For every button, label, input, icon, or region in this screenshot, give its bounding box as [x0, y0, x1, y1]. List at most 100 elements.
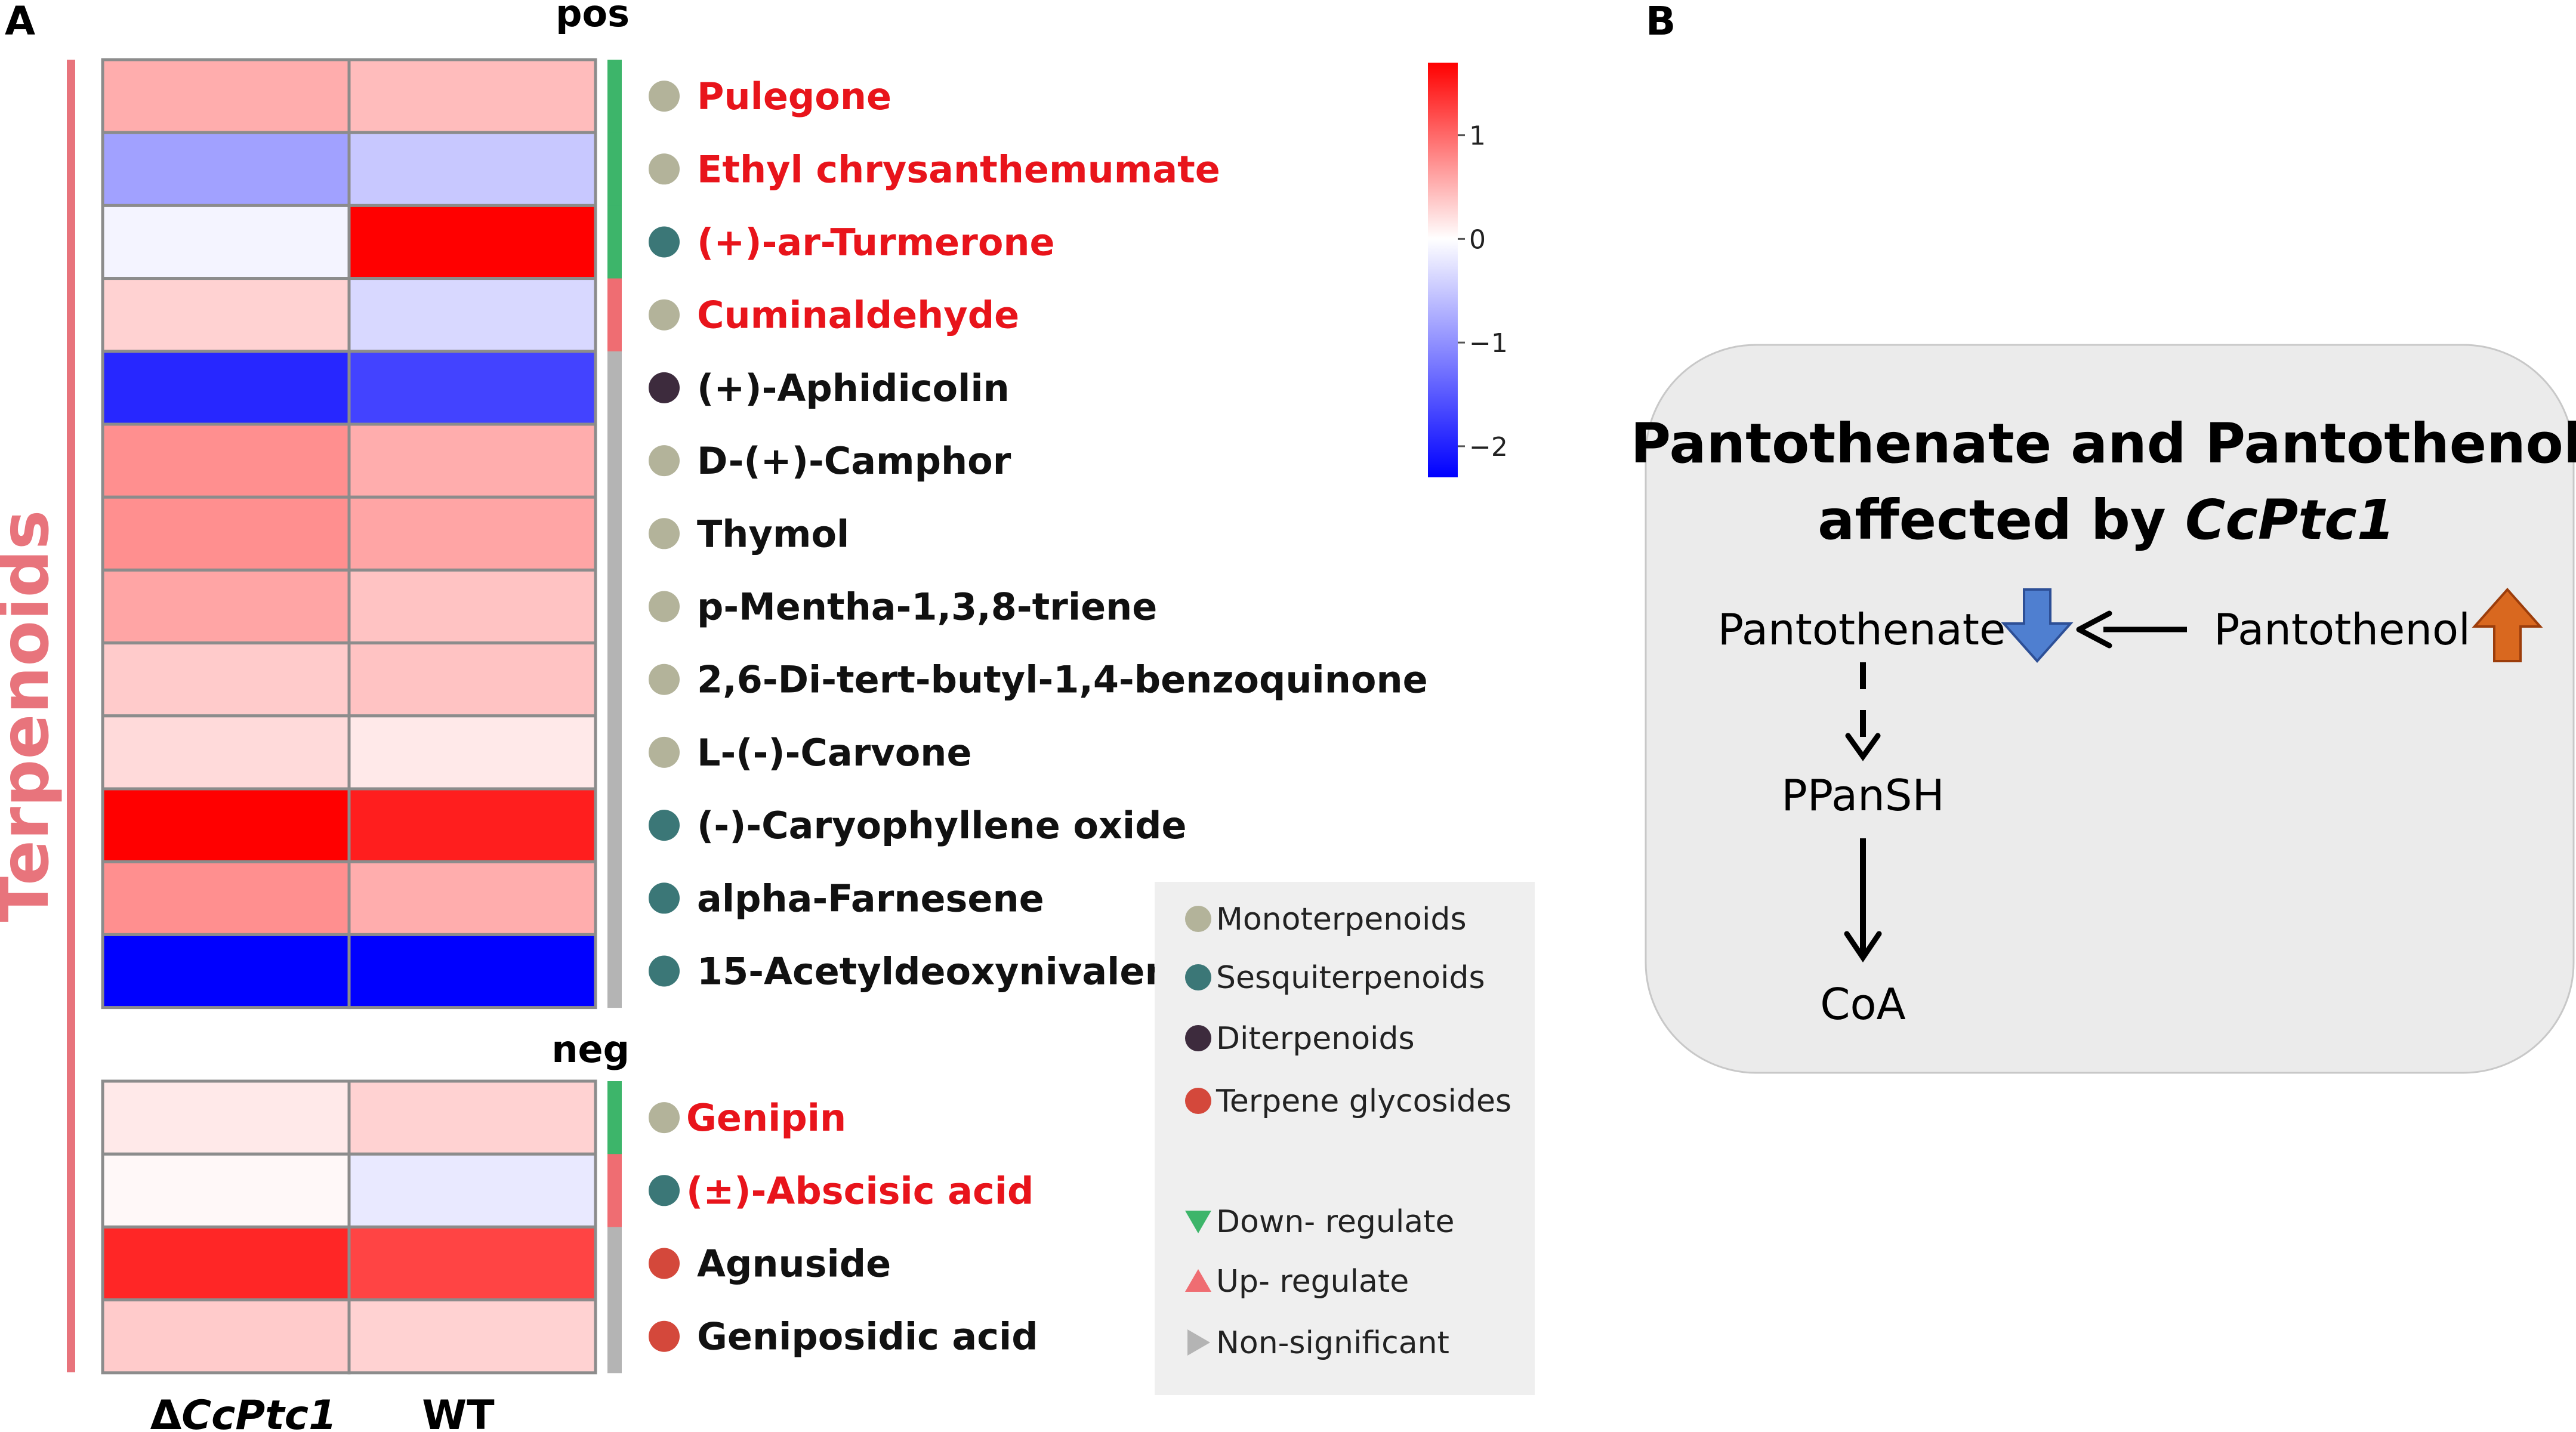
heatmap-cell-ko: [101, 1298, 351, 1375]
arrowhead-down-icon: [1845, 733, 1881, 761]
legend-triangle-icon: [1185, 1269, 1211, 1292]
colorbar-tick-label: 0: [1469, 224, 1486, 255]
node-pantothenol: Pantothenol: [2214, 604, 2470, 655]
compound-label: alpha-Farnesene: [697, 877, 1044, 920]
legend-class-label: Diterpenoids: [1216, 1021, 1415, 1057]
pathway-title-line1: Pantothenate and Pantothenol: [1631, 412, 2576, 476]
heatmap-cell-wt: [347, 203, 597, 280]
class-dot-icon: [649, 663, 680, 695]
neg-title: neg: [551, 1027, 630, 1071]
node-coa: CoA: [1820, 979, 1906, 1029]
regulation-segment: [607, 862, 622, 935]
class-dot-icon: [649, 882, 680, 914]
class-dot-icon: [649, 299, 680, 331]
heatmap-cell-ko: [101, 131, 351, 207]
heatmap-cell-wt: [347, 1298, 597, 1375]
regulation-segment: [607, 715, 622, 789]
heatmap-cell-ko: [101, 787, 351, 863]
class-dot-icon: [649, 955, 680, 987]
regulation-segment: [607, 278, 622, 352]
regulation-segment: [607, 60, 622, 133]
column-label-mutant: ΔCcPtc1: [150, 1392, 337, 1432]
regulation-segment: [607, 351, 622, 425]
legend-triangle-icon: [1185, 1211, 1211, 1233]
column-label-mutant-prefix: Δ: [150, 1392, 182, 1432]
class-dot-icon: [649, 372, 680, 403]
colorbar-tick-label: 1: [1469, 121, 1486, 152]
heatmap-cell-wt: [347, 714, 597, 791]
compound-label: L-(-)-Carvone: [697, 731, 972, 774]
colorbar: 1 0 −1 −2: [1428, 63, 1508, 477]
compound-label: Cuminaldehyde: [697, 294, 1019, 337]
heatmap-cell-wt: [347, 860, 597, 936]
regulation-segment: [607, 424, 622, 498]
colorbar-tick-label: −1: [1469, 328, 1508, 359]
heatmap-cell-wt: [347, 422, 597, 499]
regulation-segment: [607, 1227, 622, 1301]
regulation-segment: [607, 1081, 622, 1155]
compound-label: 2,6-Di-tert-butyl-1,4-benzoquinone: [697, 658, 1428, 702]
regulation-segment: [607, 205, 622, 279]
legend-dot-icon: [1185, 1025, 1211, 1051]
node-pantothenate: Pantothenate: [1718, 604, 2006, 655]
legend-dot-icon: [1185, 1088, 1211, 1114]
compound-label: p-Mentha-1,3,8-triene: [697, 585, 1157, 629]
column-label-mutant-name: CcPtc1: [181, 1392, 337, 1432]
heatmap-cell-wt: [347, 350, 597, 426]
neg-regulation-bar: [607, 1081, 622, 1374]
legend-dot-icon: [1185, 964, 1211, 990]
colorbar-gradient: [1428, 63, 1458, 477]
pathway-box: [1645, 344, 2575, 1074]
heatmap-cell-wt: [347, 641, 597, 718]
compound-label: Pulegone: [697, 75, 891, 118]
arrowhead-down-icon: [1844, 931, 1882, 963]
class-dot-icon: [649, 1175, 680, 1206]
compound-label: (±)-Abscisic acid: [686, 1169, 1034, 1212]
regulation-segment: [607, 570, 622, 644]
down-arrow-icon: [2001, 588, 2074, 663]
class-dot-icon: [649, 1102, 680, 1134]
heatmap-cell-wt: [347, 277, 597, 353]
legend-items: MonoterpenoidsSesquiterpenoidsDiterpenoi…: [1185, 902, 1511, 1361]
compound-label: Ethyl chrysanthemumate: [697, 147, 1220, 191]
colorbar-tick-label: −2: [1469, 432, 1508, 462]
compound-label: (+)-ar-Turmerone: [697, 221, 1055, 264]
heatmap-cell-ko: [101, 641, 351, 718]
class-dot-icon: [649, 445, 680, 477]
heatmap-cell-ko: [101, 203, 351, 280]
regulation-segment: [607, 497, 622, 570]
compound-label: Geniposidic acid: [697, 1315, 1038, 1359]
heatmap-cell-ko: [101, 860, 351, 936]
heatmap-cell-wt: [347, 1225, 597, 1302]
compound-label: D-(+)-Camphor: [697, 439, 1011, 483]
class-dot-icon: [649, 226, 680, 258]
heatmap-cell-wt: [347, 495, 597, 572]
heatmap-cell-ko: [101, 277, 351, 353]
compound-label: (+)-Aphidicolin: [697, 366, 1010, 410]
class-dot-icon: [649, 591, 680, 622]
regulation-segment: [607, 789, 622, 862]
column-label-wt: WT: [422, 1392, 495, 1432]
heatmap-cell-wt: [347, 131, 597, 207]
heatmap-cell-ko: [101, 1152, 351, 1229]
neg-heatmap: [101, 1079, 597, 1375]
heatmap-cell-ko: [101, 58, 351, 134]
class-dot-icon: [649, 1320, 680, 1352]
heatmap-cell-wt: [347, 1152, 597, 1229]
neg-compound-labels: Genipin(±)-Abscisic acidAgnusideGeniposi…: [649, 1096, 1038, 1359]
class-dot-icon: [649, 810, 680, 841]
heatmap-cell-ko: [101, 1225, 351, 1302]
panel-b-label: B: [1646, 0, 1676, 44]
legend-class-label: Sesquiterpenoids: [1216, 960, 1485, 996]
legend-triangle-icon: [1187, 1329, 1210, 1356]
regulation-segment: [607, 1300, 622, 1374]
legend: MonoterpenoidsSesquiterpenoidsDiterpenoi…: [1155, 882, 1535, 1395]
legend-regulation-label: Down- regulate: [1216, 1204, 1455, 1240]
legend-class-label: Monoterpenoids: [1216, 902, 1467, 937]
heatmap-cell-wt: [347, 568, 597, 645]
regulation-segment: [607, 132, 622, 206]
node-ppansh: PPanSH: [1781, 770, 1944, 820]
compound-label: Genipin: [686, 1096, 846, 1140]
